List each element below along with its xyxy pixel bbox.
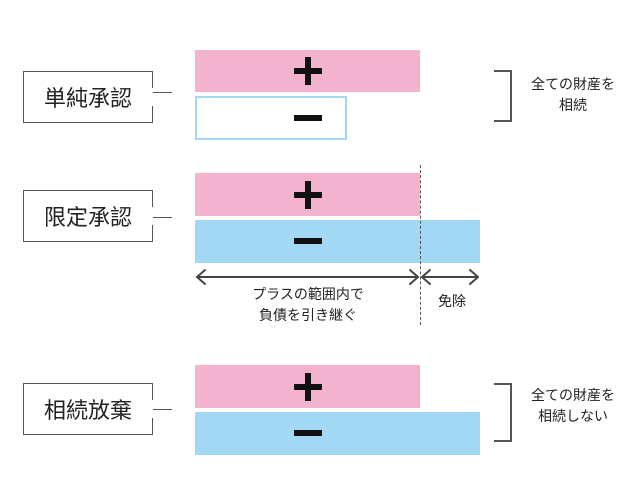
note-line: 全ての財産を: [531, 77, 615, 93]
arrow-head-left: [196, 269, 206, 285]
debt-bar-outline: [195, 96, 347, 140]
note-all-inherit: 全ての財産を 相続: [520, 75, 626, 117]
note-line: 全ての財産を: [531, 388, 615, 404]
arrow-head-right: [469, 269, 479, 285]
debt-bar: [195, 412, 480, 455]
limited-acceptance-label-box: 限定承認: [23, 190, 154, 242]
minus-icon: [294, 115, 322, 121]
asset-bar: [195, 365, 420, 408]
inherit-range-label: プラスの範囲内で 負債を引き継ぐ: [200, 285, 416, 327]
connector-line: [153, 409, 172, 410]
renunciation-label-box: 相続放棄: [23, 383, 154, 435]
exempt-range-label: 免除: [438, 294, 466, 310]
plus-icon: [294, 181, 322, 209]
connector-line: [153, 217, 172, 218]
plus-icon: [294, 57, 322, 85]
note-line: プラスの範囲内で: [252, 287, 364, 303]
limited-acceptance-label: 限定承認: [43, 206, 132, 231]
arrow-head-left: [421, 269, 431, 285]
note-line: 相続しない: [538, 409, 608, 425]
bracket: [494, 383, 512, 442]
simple-acceptance-label: 単純承認: [43, 87, 132, 112]
debt-bar: [195, 220, 480, 263]
renunciation-label: 相続放棄: [43, 399, 132, 424]
connector-line: [153, 92, 172, 93]
simple-acceptance-label-box: 単純承認: [23, 71, 154, 123]
asset-bar: [195, 50, 420, 92]
arrow-head-right: [409, 269, 419, 285]
note-line: 負債を引き継ぐ: [259, 308, 357, 324]
minus-icon: [294, 430, 322, 436]
plus-icon: [294, 373, 322, 401]
asset-bar: [195, 173, 420, 216]
note-none-inherit: 全ての財産を 相続しない: [520, 386, 626, 428]
minus-icon: [294, 238, 322, 244]
boundary-dashed-line: [420, 165, 421, 325]
bracket: [494, 70, 512, 122]
note-line: 相続: [559, 98, 587, 114]
